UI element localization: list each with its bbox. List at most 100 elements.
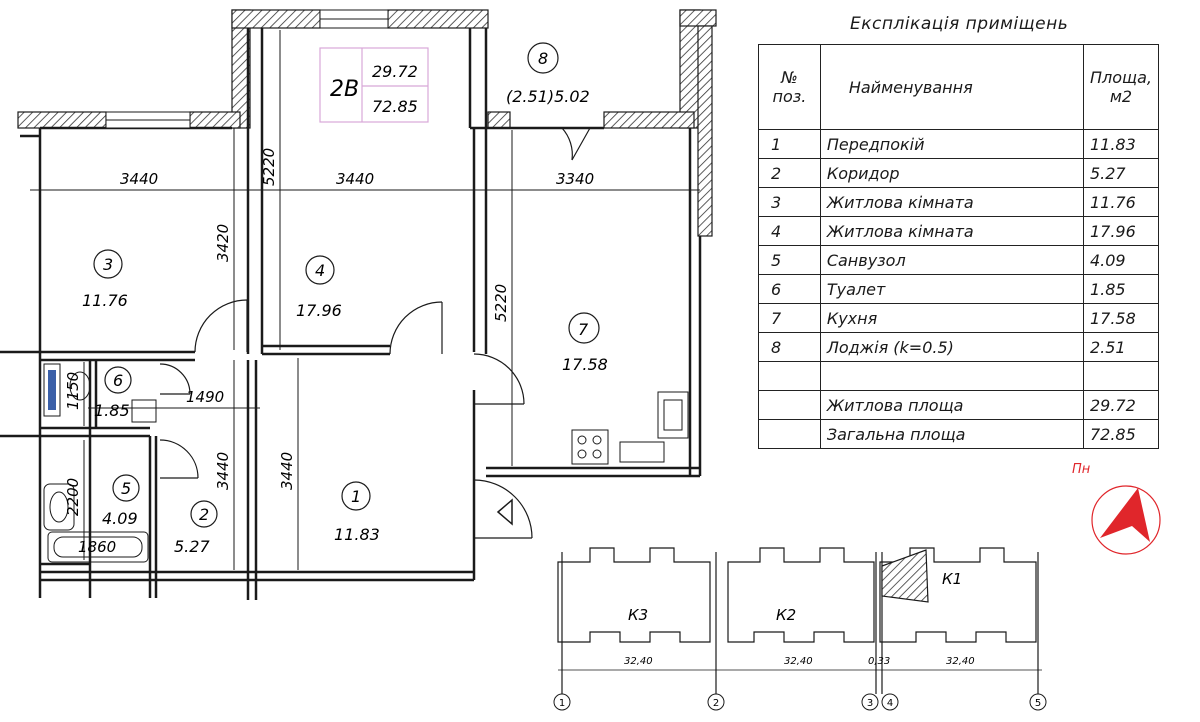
row-no: 7 xyxy=(758,303,821,333)
room-2-area: 5.27 xyxy=(174,537,210,556)
dim-3440-mid: 3440 xyxy=(336,170,374,188)
apartment-tag: 2B 29.72 72.85 xyxy=(319,47,429,123)
axis-1: 1 xyxy=(559,698,565,709)
section-label-3: К3 xyxy=(628,606,648,624)
dim-5220-top: 5220 xyxy=(260,148,278,186)
north-arrow-icon xyxy=(1091,485,1161,555)
dim-3440-left: 3440 xyxy=(120,170,158,188)
room-7-area: 17.58 xyxy=(562,355,608,374)
room-8-number: 8 xyxy=(538,49,548,68)
room-2-number: 2 xyxy=(199,505,209,524)
room-3-area: 11.76 xyxy=(82,291,128,310)
site-dim-1: 32,40 xyxy=(624,656,653,667)
living-area-label: Житлова площа xyxy=(819,390,1084,420)
table-header-row: № поз. Найменування Площа, м2 xyxy=(758,44,1160,130)
row-area: 1.85 xyxy=(1082,274,1160,304)
row-name: Санвузол xyxy=(819,245,1084,275)
site-dim-4: 32,40 xyxy=(946,656,975,667)
row-area: 4.09 xyxy=(1082,245,1160,275)
row-no: 1 xyxy=(758,129,821,159)
site-dim-3: 0,33 xyxy=(868,656,890,667)
dim-1150: 1150 xyxy=(64,372,82,410)
room-8-area: (2.51)5.02 xyxy=(506,87,590,106)
empty-cell xyxy=(819,361,1084,391)
dim-2200: 2200 xyxy=(64,478,82,516)
col-no-line2: поз. xyxy=(772,87,807,106)
room-labels: 1 11.83 2 5.27 3 11.76 4 17.96 5 4.09 6 … xyxy=(82,49,608,556)
room-1-number: 1 xyxy=(351,487,361,506)
axis-2: 2 xyxy=(713,698,719,709)
row-area: 17.96 xyxy=(1082,216,1160,246)
col-no-line1: № xyxy=(781,68,798,87)
room-3-number: 3 xyxy=(103,255,113,274)
row-area: 17.58 xyxy=(1082,303,1160,333)
dimension-labels: 3440 3440 3340 5220 3420 5220 1490 1150 … xyxy=(64,148,594,556)
section-label-2: К2 xyxy=(776,606,796,624)
apartment-total-area: 72.85 xyxy=(372,97,418,116)
total-area-label: Загальна площа xyxy=(819,419,1084,449)
col-area-line2: м2 xyxy=(1109,87,1133,106)
row-name: Туалет xyxy=(819,274,1084,304)
row-name: Лоджія (k=0.5) xyxy=(819,332,1084,362)
current-section-highlight xyxy=(881,549,929,603)
row-area: 2.51 xyxy=(1082,332,1160,362)
dim-3440-corridor: 3440 xyxy=(214,452,232,490)
row-name: Коридор xyxy=(819,158,1084,188)
axis-4: 4 xyxy=(887,698,893,709)
room-4-area: 17.96 xyxy=(296,301,342,320)
room-7-number: 7 xyxy=(578,320,589,339)
col-name-header: Найменування xyxy=(819,44,1084,130)
col-area-line1: Площа, xyxy=(1089,68,1152,87)
apartment-living-area: 29.72 xyxy=(372,62,418,81)
room-6-number: 6 xyxy=(113,371,123,390)
dim-3440-hall: 3440 xyxy=(278,452,296,490)
row-name: Житлова кімната xyxy=(819,216,1084,246)
row-name: Передпокій xyxy=(819,129,1084,159)
row-area: 5.27 xyxy=(1082,158,1160,188)
room-4-number: 4 xyxy=(315,261,325,280)
col-area-header: Площа, м2 xyxy=(1082,44,1160,130)
dim-3420: 3420 xyxy=(214,224,232,262)
row-no: 2 xyxy=(758,158,821,188)
site-dim-2: 32,40 xyxy=(784,656,813,667)
row-no: 5 xyxy=(758,245,821,275)
total-area-value: 72.85 xyxy=(1082,419,1160,449)
room-markers xyxy=(93,42,600,528)
wall-lines xyxy=(0,28,702,600)
floor-plan: 2B 29.72 72.85 1 11.83 2 5.27 3 11.76 4 … xyxy=(0,9,717,600)
site-key-plan: К3 К2 К1 32,40 32,40 0,33 32,40 1 2 3 4 … xyxy=(553,547,1047,711)
row-area: 11.83 xyxy=(1082,129,1160,159)
empty-cell xyxy=(1082,361,1160,391)
axis-5: 5 xyxy=(1035,698,1041,709)
north-label: Пн xyxy=(1072,462,1091,477)
table-row-empty xyxy=(758,361,1160,391)
dim-5220-kitchen: 5220 xyxy=(492,284,510,322)
living-area-value: 29.72 xyxy=(1082,390,1160,420)
room-5-area: 4.09 xyxy=(102,509,138,528)
windows xyxy=(105,9,389,129)
explication-title: Експлікація приміщень xyxy=(850,14,1069,34)
dim-3340: 3340 xyxy=(556,170,594,188)
row-name: Житлова кімната xyxy=(819,187,1084,217)
fixtures xyxy=(43,363,689,563)
empty-cell xyxy=(758,361,821,391)
row-no: 4 xyxy=(758,216,821,246)
dimension-lines xyxy=(30,30,700,570)
room-6-area: 1.85 xyxy=(94,401,130,420)
empty-cell xyxy=(758,390,821,420)
row-name: Кухня xyxy=(819,303,1084,333)
room-5-number: 5 xyxy=(121,479,131,498)
door-swings xyxy=(159,127,591,539)
dim-1860: 1860 xyxy=(78,538,116,556)
axis-3: 3 xyxy=(867,698,873,709)
